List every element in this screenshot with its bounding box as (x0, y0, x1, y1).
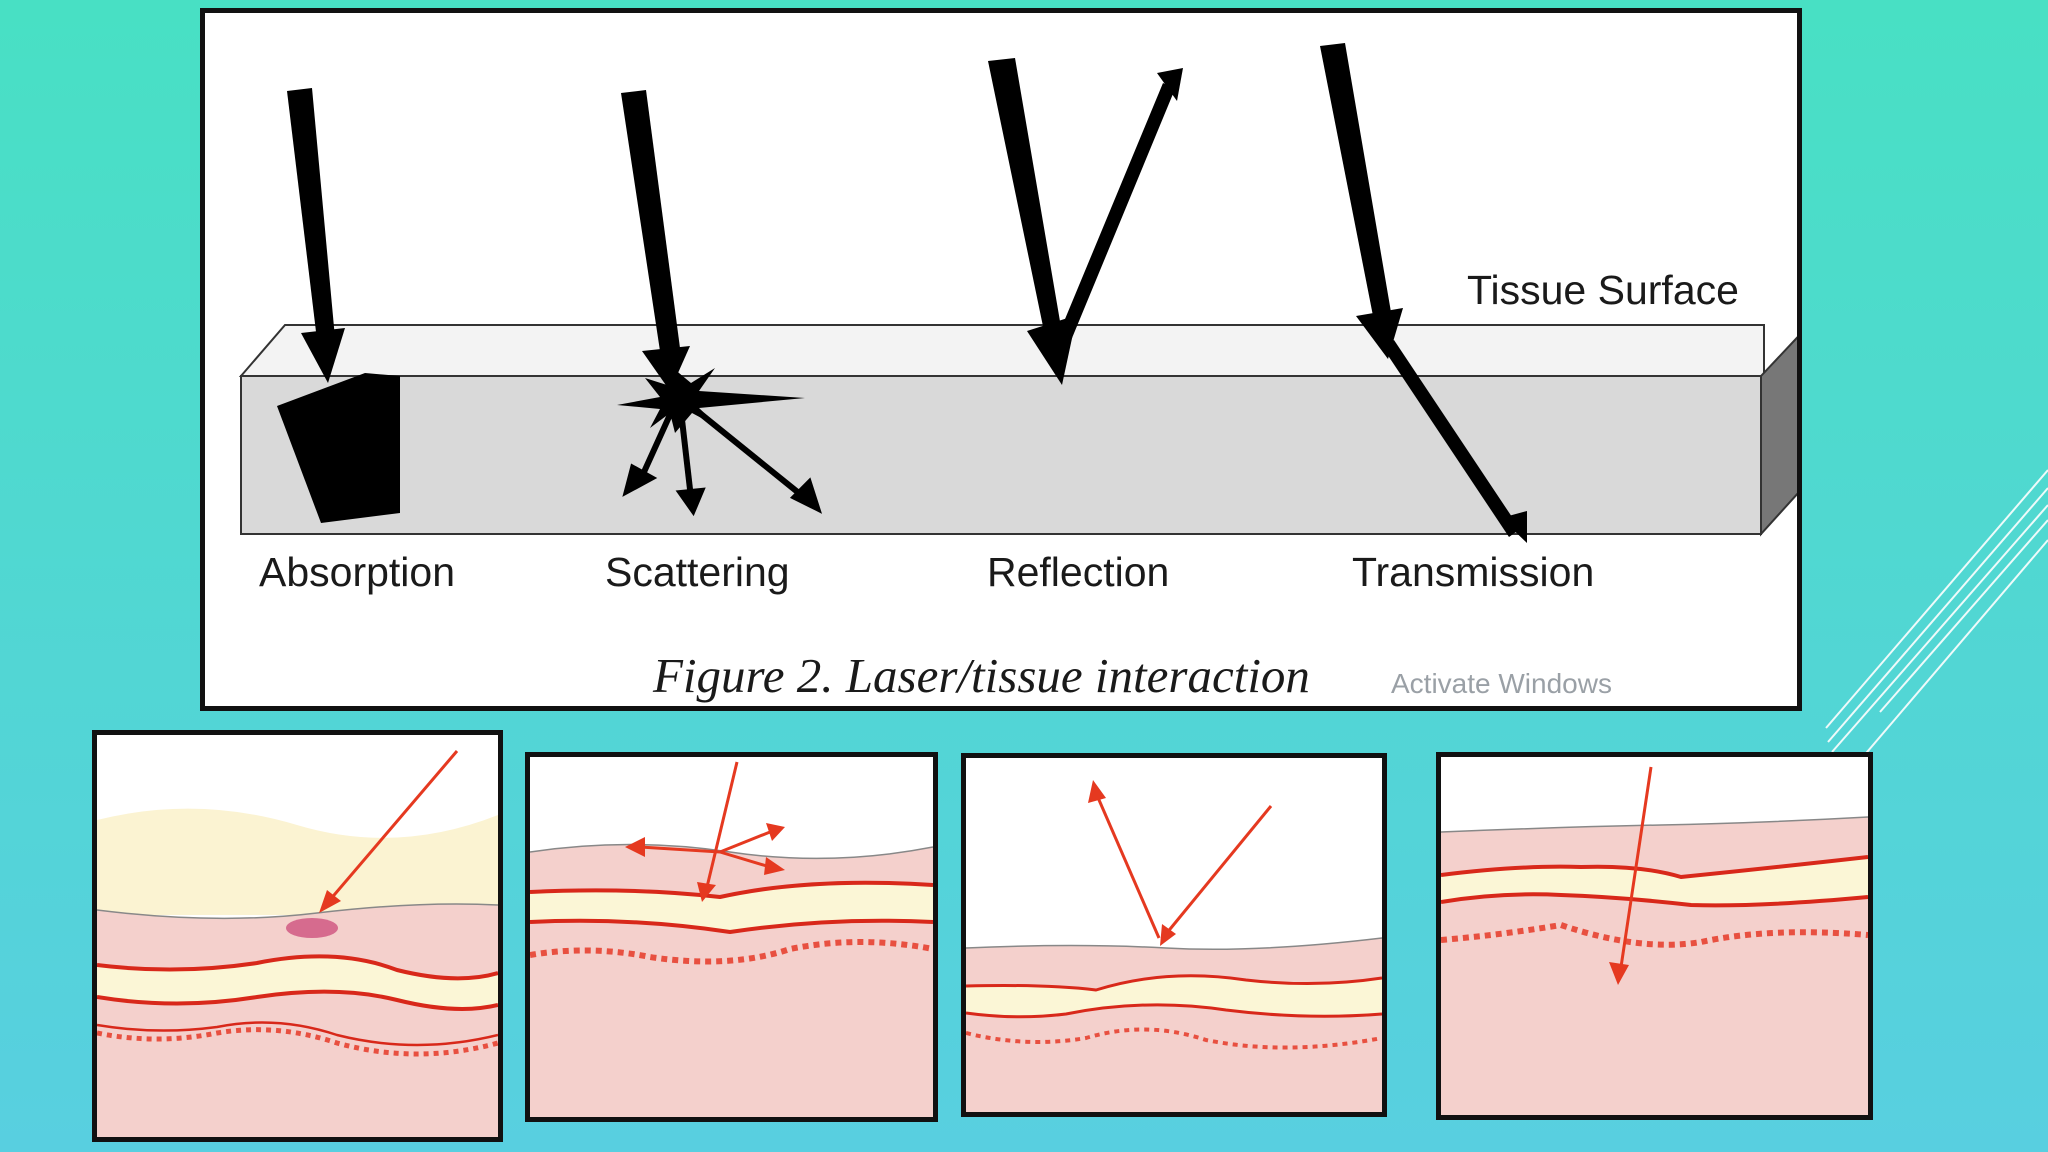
tissue-side-face (1760, 336, 1797, 537)
scattering-arrow (621, 90, 690, 391)
tissue-block-diagram (238, 43, 1797, 543)
figure-caption: Figure 2. Laser/tissue interaction (653, 648, 1310, 703)
skin-transmission-illustration (1436, 752, 1873, 1120)
absorption-arrow (277, 88, 400, 523)
skin-absorption-illustration (92, 730, 503, 1142)
tissue-top-face (238, 324, 1765, 377)
reflection-label: Reflection (987, 549, 1170, 595)
absorption-label: Absorption (259, 549, 456, 595)
reflection-arrows (988, 58, 1183, 385)
scattering-label: Scattering (605, 549, 790, 595)
activate-windows-watermark: Activate Windows (1391, 668, 1612, 699)
tissue-surface-label: Tissue Surface (1467, 267, 1739, 313)
laser-tissue-figure: Tissue Surface Absorption Scattering Ref… (200, 8, 1802, 711)
scattering-rays (622, 403, 823, 517)
skin-scattering-illustration (525, 752, 938, 1122)
skin-reflection-illustration (961, 753, 1387, 1117)
scattering-burst (617, 368, 805, 433)
transmission-label: Transmission (1352, 549, 1595, 595)
tissue-front-face (240, 375, 1762, 535)
transmission-arrows (1320, 43, 1527, 543)
